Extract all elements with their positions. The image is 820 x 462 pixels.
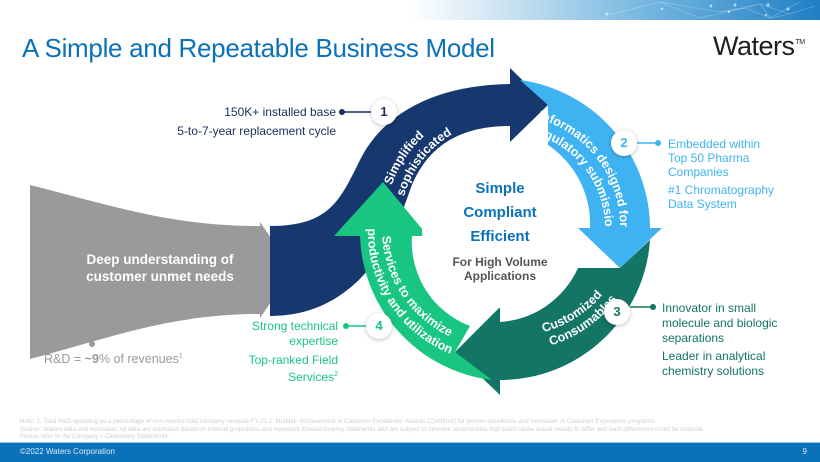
callout-4-line4: Services2 xyxy=(200,367,338,385)
slide-title: A Simple and Repeatable Business Model xyxy=(22,33,495,63)
center-label-simple: Simple xyxy=(475,180,525,197)
arc-step-1-simplified-instruments xyxy=(270,68,548,316)
callout-1-dot xyxy=(339,109,345,115)
funnel-label-line1: Deep understanding of xyxy=(86,252,234,267)
page-number: 9 xyxy=(802,447,807,456)
callout-3-line1: Innovator in small xyxy=(662,301,757,315)
waters-logo: WatersTM xyxy=(713,31,805,62)
callout-1-line2: 5-to-7-year replacement cycle xyxy=(177,124,336,138)
callout-2-line3: Companies xyxy=(668,165,729,179)
step-1-badge: 1 xyxy=(371,99,397,125)
copyright: ©2022 Waters Corporation xyxy=(20,447,115,456)
rd-suffix: % of revenues xyxy=(98,352,179,367)
callout-4-footnote-marker: 2 xyxy=(334,371,338,378)
callout-2-line4: #1 Chromatography xyxy=(668,183,775,197)
funnel-shape xyxy=(30,185,293,359)
rd-prefix: R&D = xyxy=(44,352,85,367)
footnote-line3: Please refer to the Company’s Cautionary… xyxy=(20,433,170,440)
rd-connector-dot xyxy=(89,341,95,347)
arc-step-2-informatics xyxy=(520,80,662,268)
callout-2-line2: Top 50 Pharma xyxy=(668,151,750,165)
rd-value: ~9 xyxy=(84,352,99,367)
footnote-line1: Note: 1. Total R&D spending as a percent… xyxy=(20,418,656,425)
logo-trademark: TM xyxy=(795,39,806,46)
network-pattern-decoration xyxy=(604,1,816,19)
callout-4-line3: Top-ranked Field xyxy=(248,353,338,367)
footnotes: Note: 1. Total R&D spending as a percent… xyxy=(20,418,820,441)
step-2-badge: 2 xyxy=(611,130,637,156)
callout-4-services: Services xyxy=(288,370,335,384)
top-banner xyxy=(0,0,820,20)
arc-step-3-consumables xyxy=(455,240,650,395)
callout-3-line5: chemistry solutions xyxy=(662,364,765,378)
step-3-badge: 3 xyxy=(604,299,630,325)
callout-2-line5: Data System xyxy=(668,197,737,211)
center-sub-line2: Applications xyxy=(463,269,536,283)
center-sub-line1: For High Volume xyxy=(452,255,548,269)
callout-4-dot xyxy=(343,323,349,329)
callout-1-line1: 150K+ installed base xyxy=(224,105,336,119)
callout-3-line3: separations xyxy=(662,331,725,345)
callout-4-line1: Strong technical xyxy=(251,319,338,333)
footnote-line2: Source: Waters data and estimates. All d… xyxy=(20,425,704,433)
callout-3-line2: molecule and biologic xyxy=(662,316,778,330)
center-label-compliant: Compliant xyxy=(463,204,537,221)
rd-note: R&D = ~9% of revenues1 xyxy=(44,349,183,367)
center-label-efficient: Efficient xyxy=(470,228,530,245)
callout-4-line2: expertise xyxy=(289,334,338,348)
footer-bar: ©2022 Waters Corporation 9 xyxy=(0,442,820,462)
callout-2-dot xyxy=(655,140,661,146)
funnel-label: Deep understanding of customer unmet nee… xyxy=(55,251,265,285)
callout-2-line1: Embedded within xyxy=(668,137,761,151)
arc-step-4-services xyxy=(334,182,492,380)
logo-wordmark: Waters xyxy=(713,31,795,61)
rd-footnote-marker: 1 xyxy=(178,353,183,360)
funnel-label-line2: customer unmet needs xyxy=(86,269,234,284)
callout-3-dot xyxy=(650,304,656,310)
step-4-badge: 4 xyxy=(366,313,392,339)
callout-3-line4: Leader in analytical xyxy=(662,349,766,363)
center-circle xyxy=(422,152,578,308)
